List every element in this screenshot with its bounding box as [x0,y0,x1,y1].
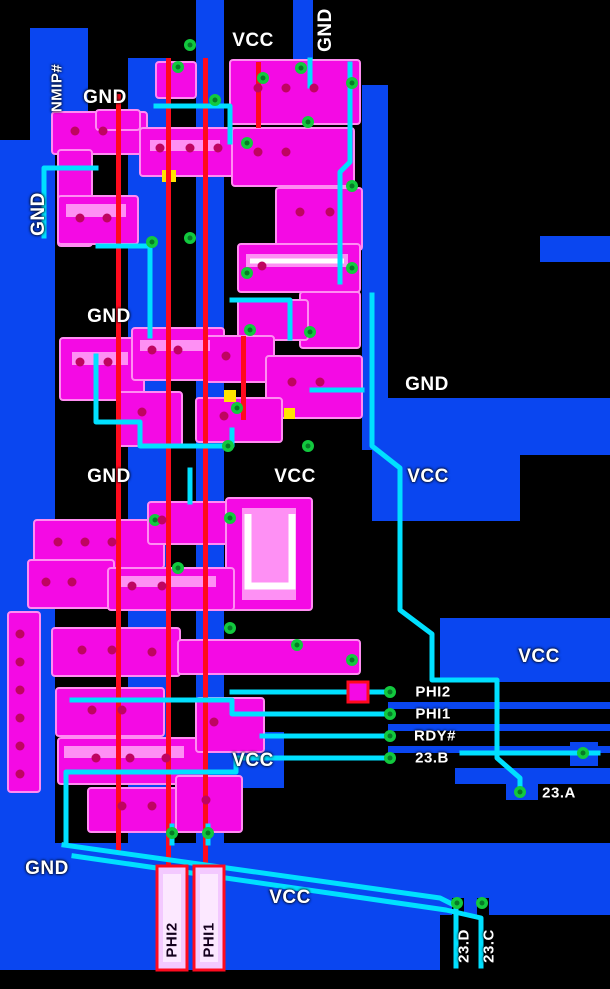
label-phi1-pad: PHI1 [200,922,218,958]
label-vcc-center-low: VCC [232,750,274,771]
label-vcc-top: VCC [232,30,274,51]
substrate-gaps [440,898,610,989]
label-vcc-center: VCC [274,466,316,487]
label-phi1-row: PHI1 [415,705,451,723]
label-gnd-mid-1: GND [87,306,131,327]
contact-pad-phi2 [346,680,370,704]
label-23d: 23.D [455,929,473,963]
via-layer [146,39,589,909]
label-gnd-top-vert: GND [315,8,336,52]
label-23b: 23.B [415,749,449,767]
label-vcc-lower-right: VCC [518,646,560,667]
label-vcc-right: VCC [407,466,449,487]
bond-pads [155,864,226,972]
highlight-traces [244,258,344,590]
label-gnd-mid-2: GND [87,466,131,487]
label-nmip: NMIP# [48,63,66,113]
label-phi2-row: PHI2 [415,683,451,701]
label-phi2-pad: PHI2 [163,922,181,958]
label-gnd-top-left: GND [83,87,127,108]
power-lines [116,58,261,970]
label-rdy-row: RDY# [413,727,457,745]
label-gnd-bottom-left: GND [25,858,69,879]
label-vcc-bottom: VCC [269,887,311,908]
label-gnd-right: GND [405,374,449,395]
label-23a: 23.A [542,784,576,802]
label-23c: 23.C [480,929,498,963]
label-gnd-left-vert: GND [28,192,49,236]
contact-layer [15,83,335,811]
